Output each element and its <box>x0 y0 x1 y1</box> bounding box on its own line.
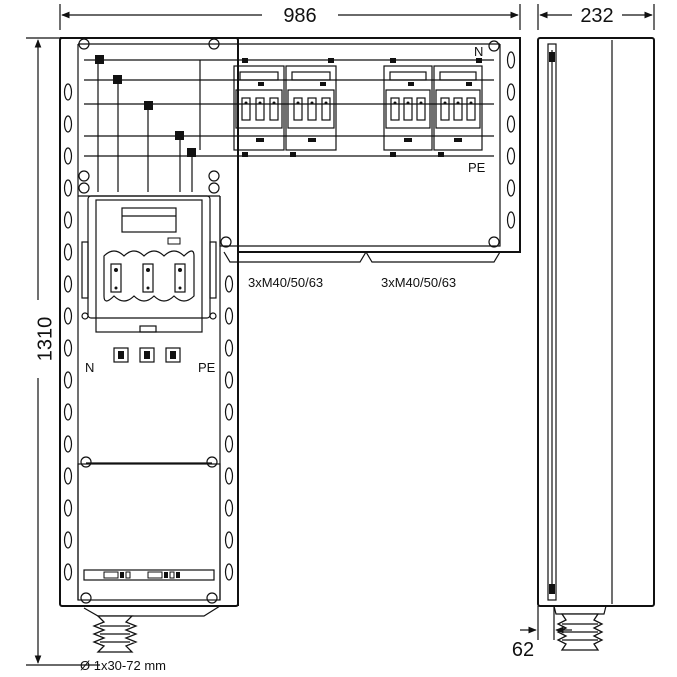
label-gland-right: 3xM40/50/63 <box>381 275 456 290</box>
fuse-base-3 <box>383 65 433 151</box>
dimension-width-986: 986 <box>59 4 521 30</box>
gland-plates <box>223 251 501 263</box>
label-pe-top: PE <box>468 160 486 175</box>
dimension-label-height: 1310 <box>34 317 56 362</box>
mounting-holes-right <box>506 51 516 229</box>
dimension-label-gland-offset: 62 <box>512 639 534 661</box>
side-view-cable-gland-icon <box>553 605 607 651</box>
busbars <box>84 55 494 192</box>
enclosure-left-column <box>59 37 239 607</box>
label-neutral-top: N <box>474 44 483 59</box>
dimension-label-width: 986 <box>283 5 316 27</box>
side-view-enclosure <box>537 37 655 607</box>
cable-gland-icon <box>83 605 221 653</box>
fuse-base-icon <box>233 58 483 157</box>
enclosure-top-section <box>60 37 521 606</box>
fuse-base-4 <box>433 65 483 151</box>
label-gland-left: 3xM40/50/63 <box>248 275 323 290</box>
mounting-holes-left <box>63 83 73 581</box>
label-pe-bottom: PE <box>198 360 216 375</box>
dimension-label-depth: 232 <box>580 5 613 27</box>
dimension-depth-232: 232 <box>537 4 655 30</box>
mounting-holes-center <box>224 275 234 581</box>
label-neutral-bottom: N <box>85 360 94 375</box>
fuse-base-2 <box>285 65 337 151</box>
fuse-base-1 <box>233 65 285 151</box>
label-cable-diameter: Ø 1x30-72 mm <box>80 658 166 673</box>
fuse-switch-disconnector-icon <box>81 195 217 363</box>
terminal-rail-icon <box>103 571 180 579</box>
dimension-gland-62: 62 <box>512 606 572 661</box>
dimension-height-1310: 1310 <box>26 37 100 666</box>
